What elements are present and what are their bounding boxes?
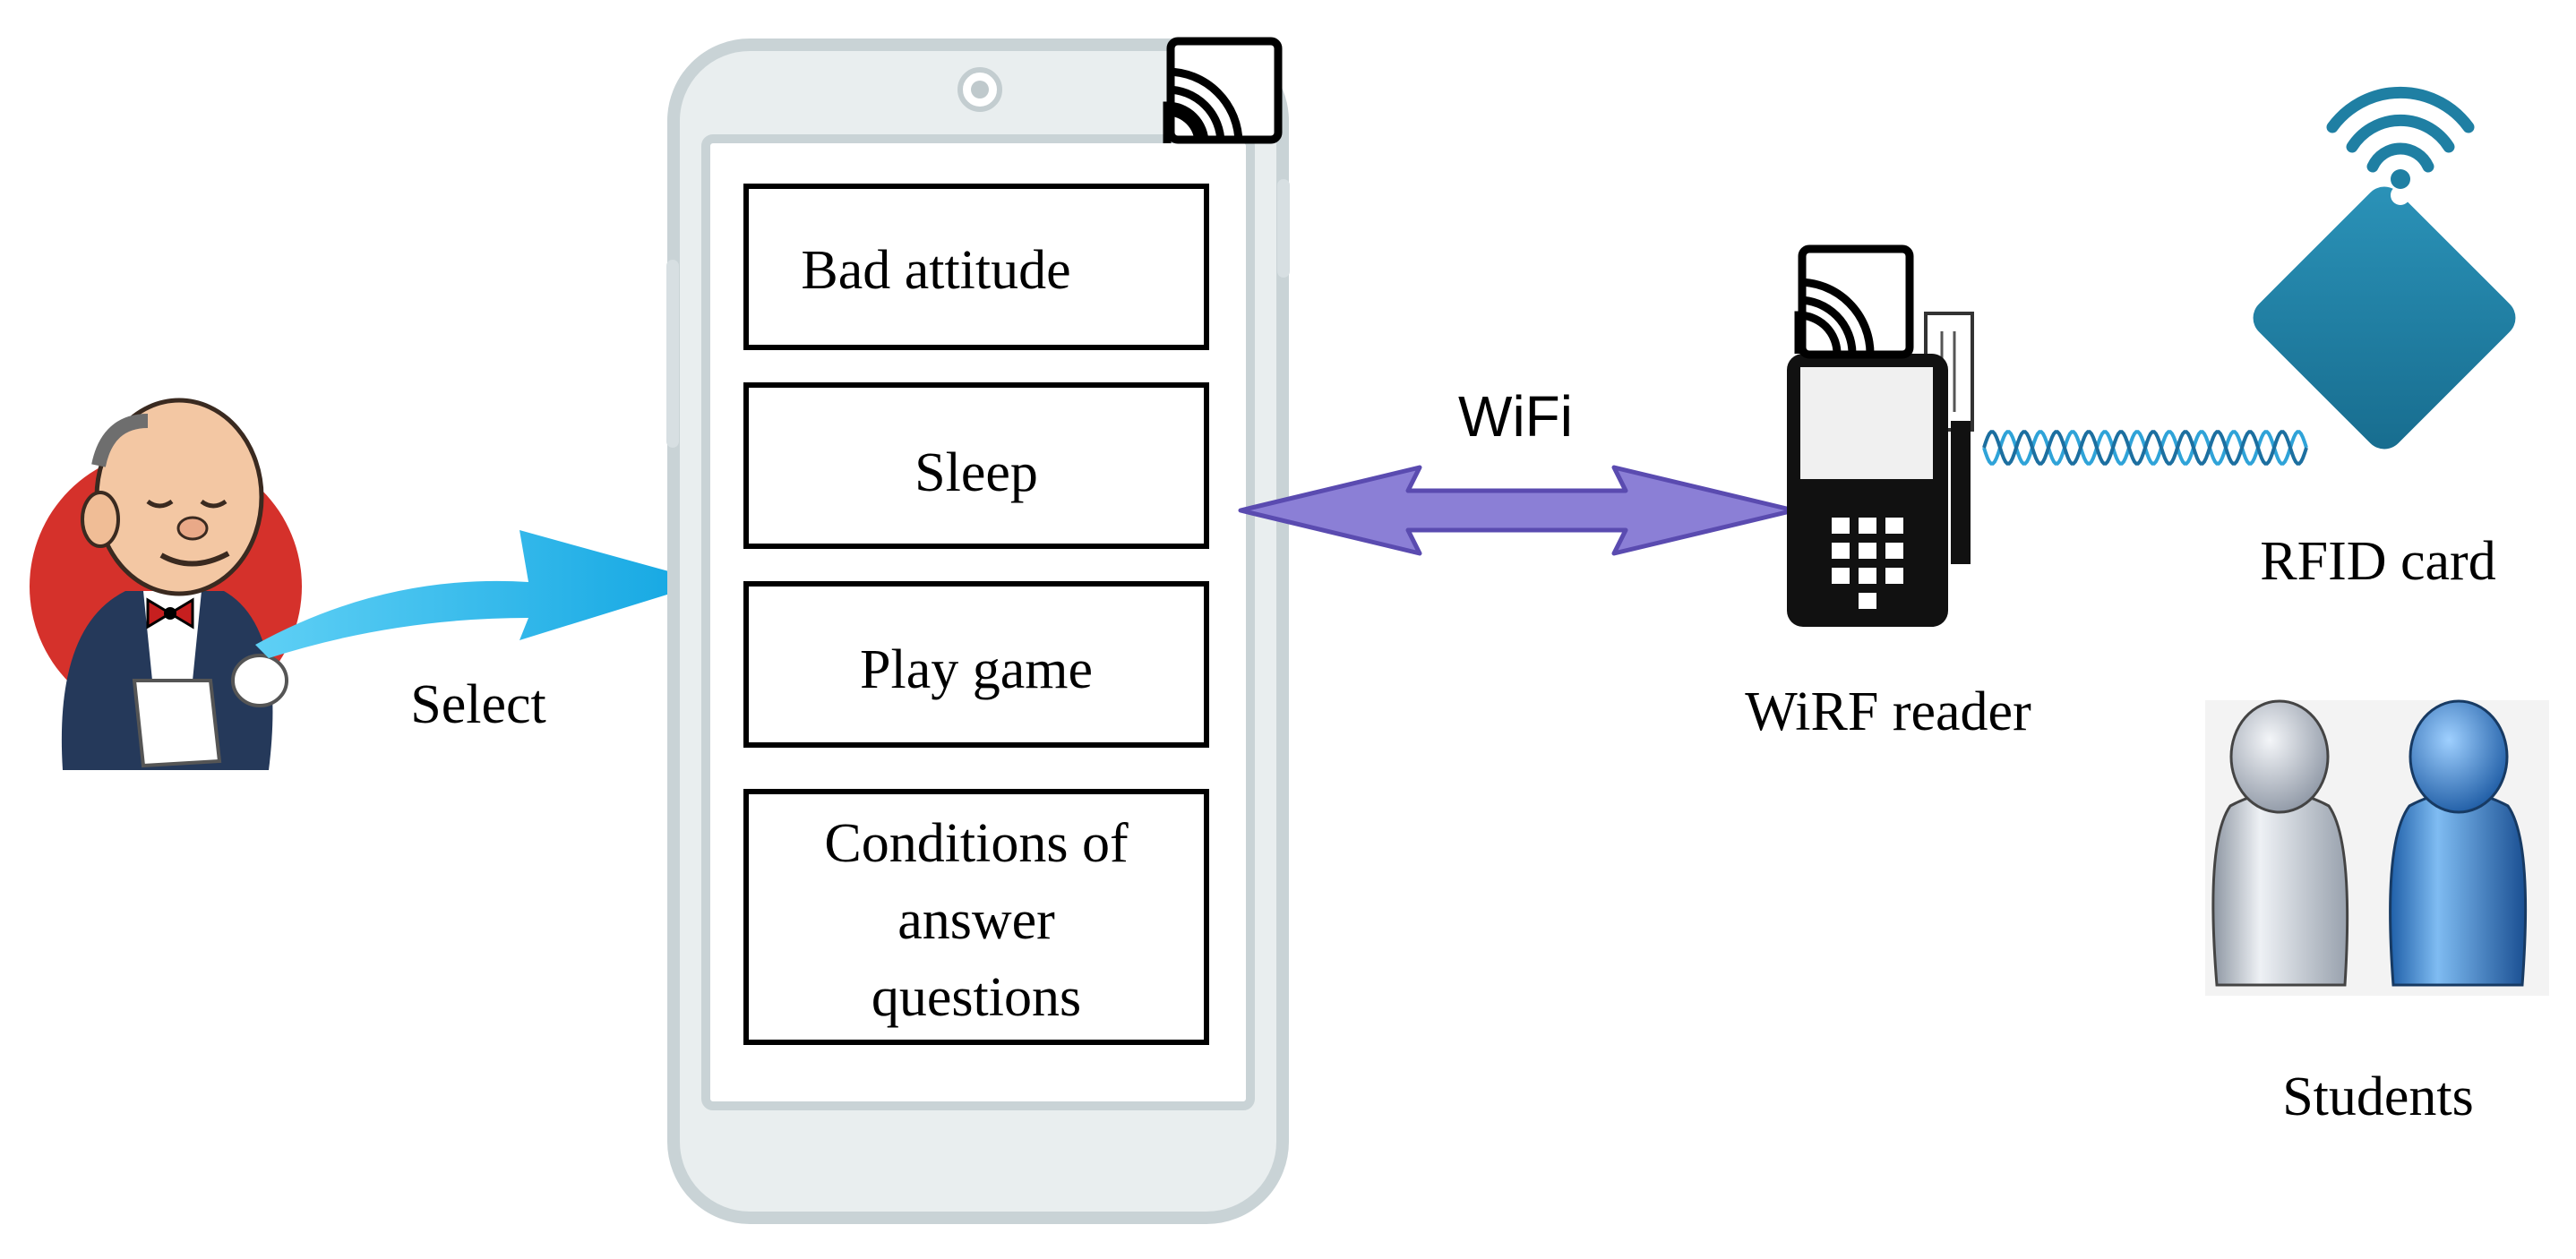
- rfid-card-icon: [2253, 185, 2516, 450]
- menu-item-bad-attitude[interactable]: Bad attitude: [743, 184, 1209, 350]
- menu-item-label: Sleep: [914, 442, 1038, 503]
- nfc-icon: [1794, 244, 1914, 359]
- wifi-double-arrow: [1238, 465, 1797, 556]
- select-label: Select: [410, 674, 546, 735]
- reader-label: WiRF reader: [1745, 681, 2031, 742]
- butler-mascot-icon: [30, 398, 302, 770]
- menu-item-label: Bad attitude: [801, 240, 1070, 301]
- select-arrow: [255, 530, 708, 658]
- menu-item-label: Play game: [860, 639, 1093, 700]
- menu-item-sleep[interactable]: Sleep: [743, 382, 1209, 549]
- menu-item-play-game[interactable]: Play game: [743, 581, 1209, 748]
- phone-menu: Bad attitude Sleep Play game Conditions …: [743, 184, 1209, 1045]
- students-icon: [2205, 699, 2549, 996]
- rfid-card-label: RFID card: [2260, 531, 2495, 592]
- card-reader-icon: [1787, 312, 1974, 627]
- wifi-label: WiFi: [1458, 384, 1573, 449]
- menu-item-label: answer: [897, 890, 1055, 951]
- rfid-signal-wave: [1982, 430, 2308, 466]
- students-label: Students: [2282, 1066, 2474, 1127]
- nfc-icon: [1163, 37, 1283, 144]
- menu-item-label: questions: [872, 967, 1081, 1028]
- wifi-signal-icon: [2326, 86, 2475, 189]
- menu-item-label: Conditions of: [824, 813, 1129, 874]
- menu-item-conditions[interactable]: Conditions of answer questions: [743, 789, 1209, 1045]
